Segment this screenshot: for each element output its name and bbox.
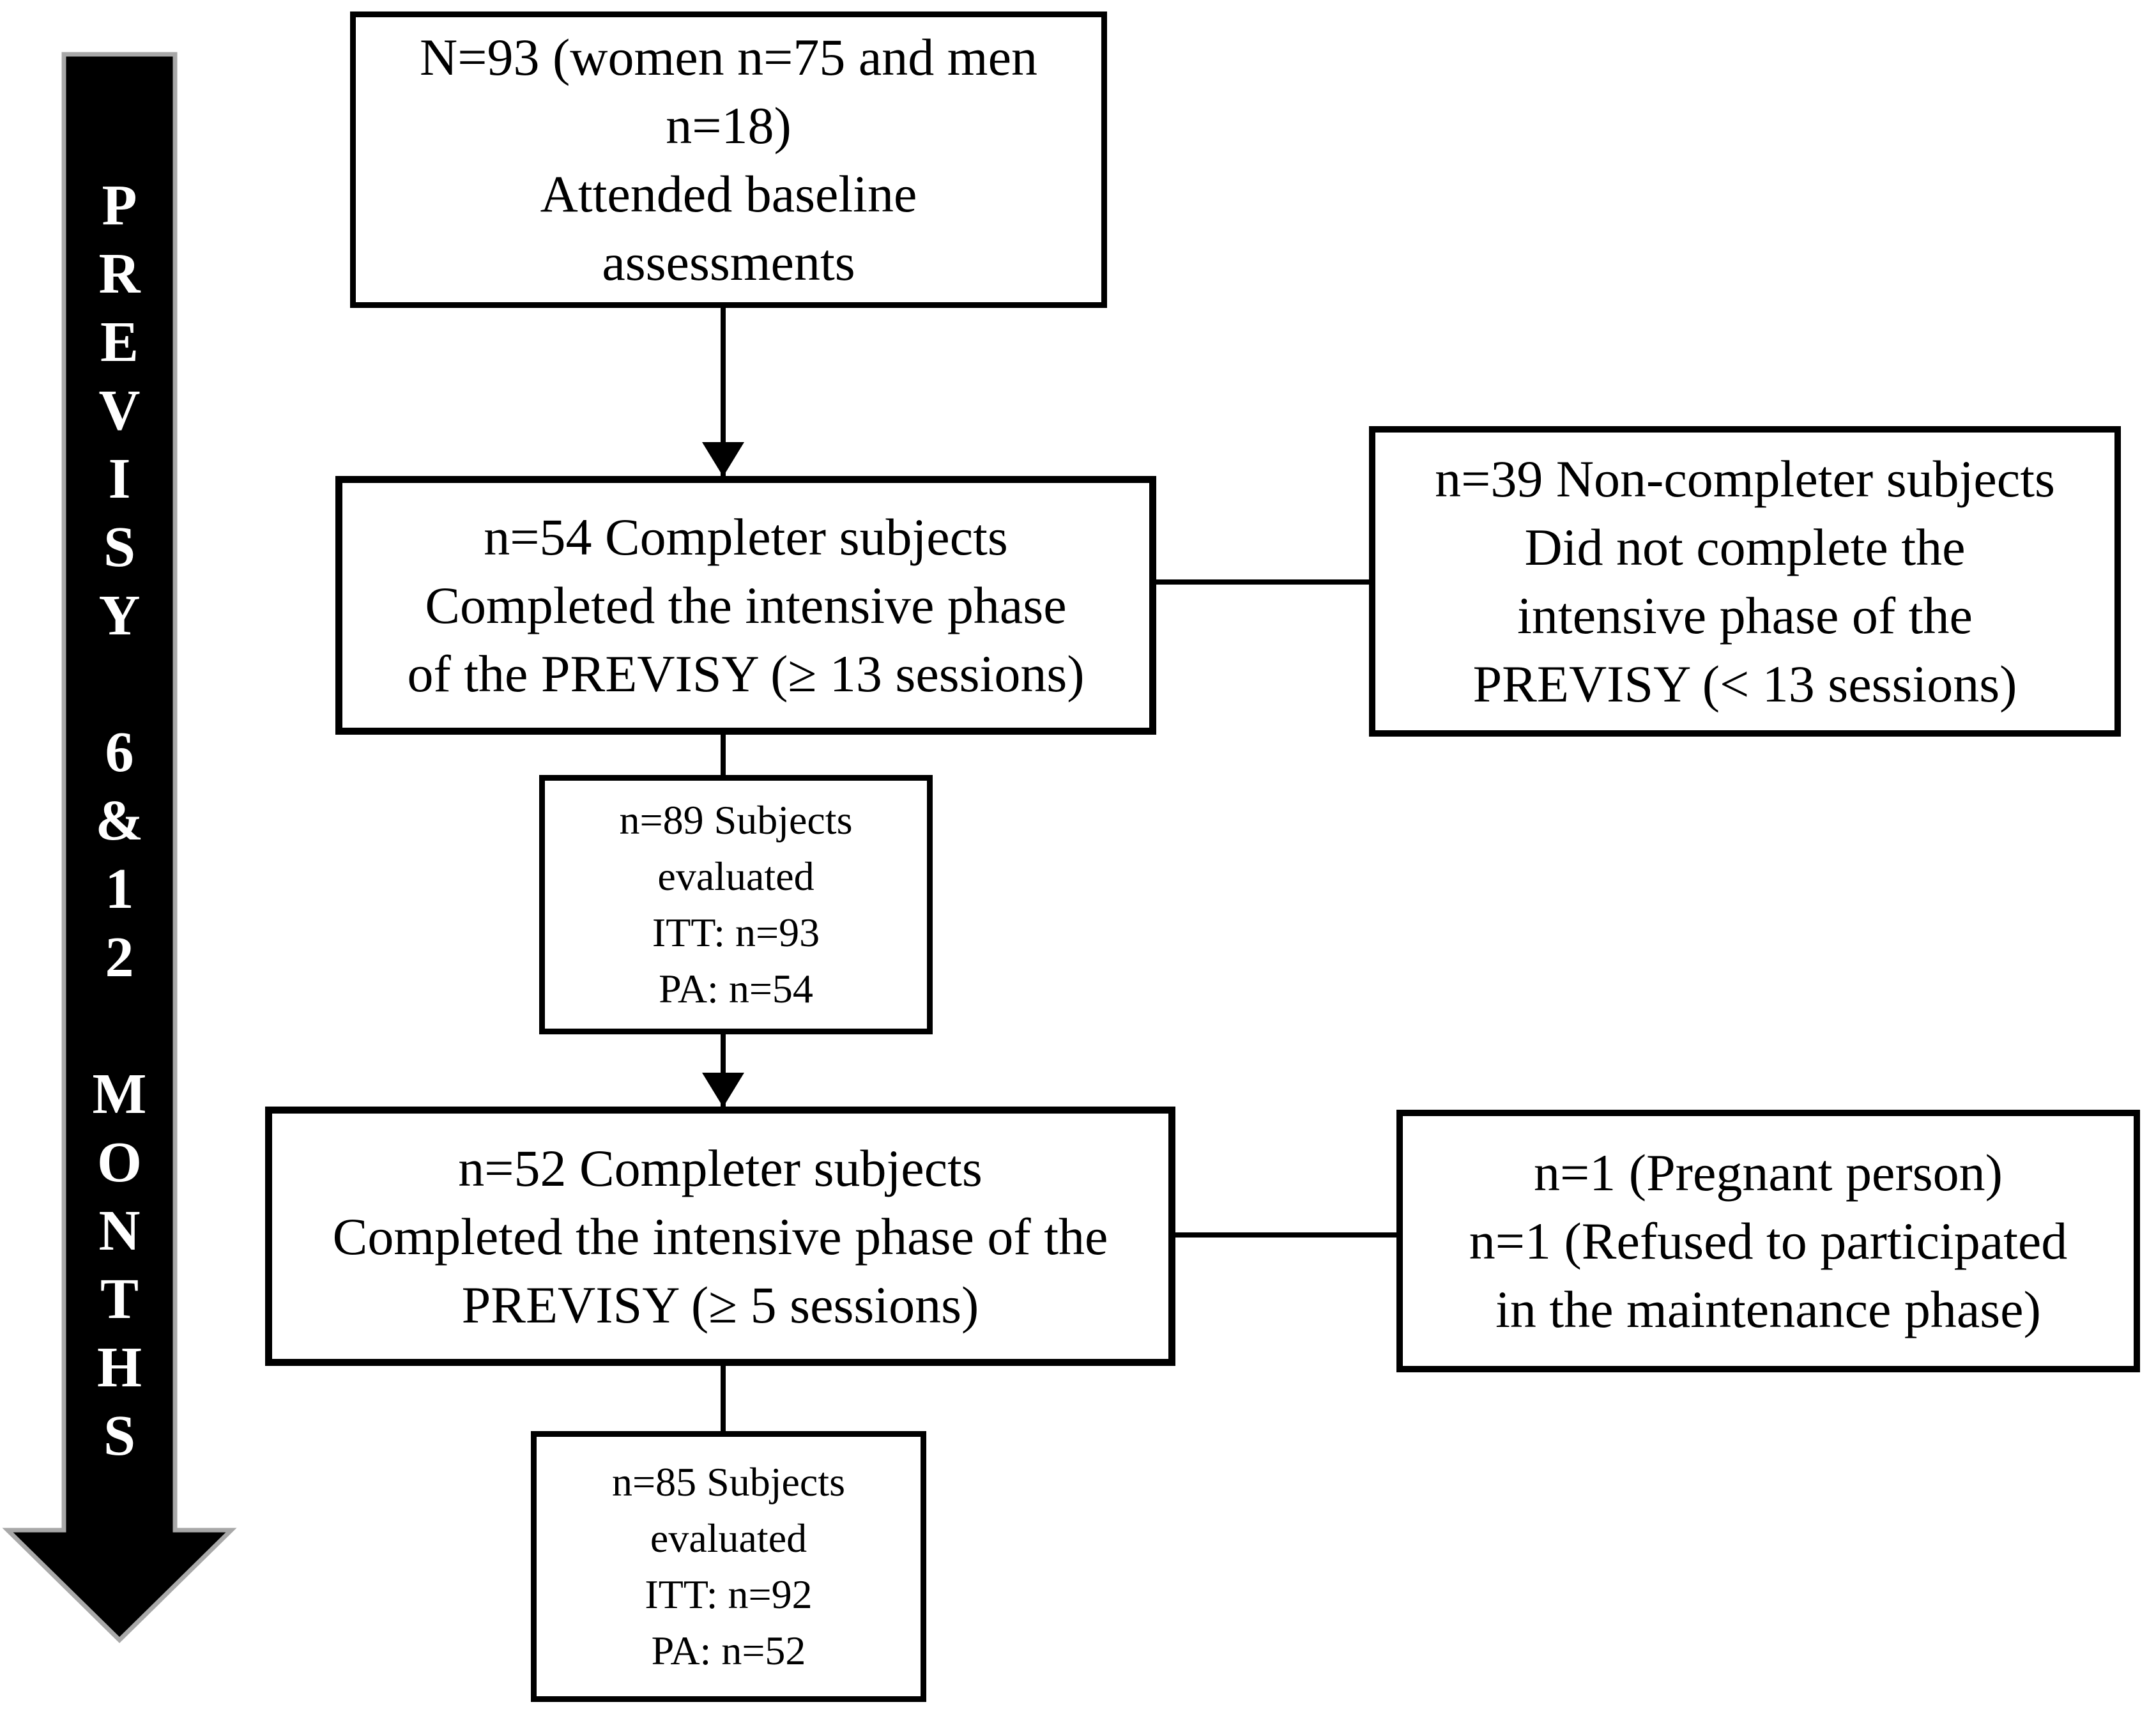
- box-text-line: PREVISY (≥ 5 sessions): [461, 1275, 979, 1334]
- arrow-letter: R: [98, 242, 141, 305]
- connector-completers-to-evaluated1: [721, 735, 726, 775]
- arrow-letter: H: [96, 1336, 142, 1399]
- box-text-line: PA: n=54: [659, 966, 813, 1011]
- connector-baseline-to-completers: [721, 308, 726, 476]
- arrow-letter: 2: [105, 926, 134, 989]
- box-subjects-evaluated-12mo: n=85 Subjects evaluated ITT: n=92 PA: n=…: [531, 1431, 926, 1702]
- box-text-line: PA: n=52: [651, 1628, 806, 1673]
- arrow-letter: S: [103, 1404, 136, 1468]
- arrow-letter: P: [102, 174, 137, 237]
- arrow-letter: I: [108, 447, 131, 510]
- box-text-line: in the maintenance phase): [1495, 1280, 2041, 1338]
- box-text-line: n=89 Subjects: [619, 797, 853, 843]
- box-text-line: intensive phase of the: [1517, 586, 1973, 645]
- timeline-arrow-shape: [2, 52, 237, 1643]
- box-completers-intensive-phase: n=54 Completer subjects Completed the in…: [335, 476, 1156, 735]
- box-text-line: n=39 Non-completer subjects: [1435, 450, 2055, 508]
- arrow-letter: S: [103, 516, 136, 579]
- box-text-line: Attended baseline: [540, 165, 917, 223]
- arrow-letter: N: [98, 1199, 141, 1262]
- box-text-line: assessments: [602, 233, 855, 291]
- connector-to-dropouts-box: [1175, 1232, 1396, 1238]
- connector-to-non-completers-box: [1156, 579, 1369, 585]
- box-text-line: n=1 (Pregnant person): [1534, 1144, 2003, 1202]
- connector-completers5-to-evaluated2: [721, 1366, 726, 1431]
- box-text-line: evaluated: [650, 1515, 807, 1561]
- arrow-letter: Y: [98, 584, 141, 647]
- arrow-letter: V: [98, 379, 141, 442]
- box-text-line: Did not complete the: [1524, 518, 1966, 576]
- arrow-letter: T: [100, 1268, 139, 1331]
- arrow-letter: 6: [105, 721, 134, 784]
- box-non-completers: n=39 Non-completer subjects Did not comp…: [1369, 426, 2121, 737]
- arrow-letter: O: [96, 1131, 142, 1194]
- down-arrowhead-icon: [702, 442, 744, 477]
- box-maintenance-dropouts: n=1 (Pregnant person) n=1 (Refused to pa…: [1396, 1110, 2140, 1372]
- box-text-line: Completed the intensive phase: [425, 576, 1067, 634]
- arrow-letter: &: [95, 789, 144, 852]
- box-completers-maintenance-phase: n=52 Completer subjects Completed the in…: [265, 1107, 1175, 1366]
- box-text-line: n=18): [666, 96, 791, 155]
- box-text-line: n=1 (Refused to participated: [1469, 1212, 2068, 1270]
- down-arrowhead-icon: [702, 1073, 744, 1107]
- box-text-line: evaluated: [657, 854, 814, 899]
- box-baseline-assessments: N=93 (women n=75 and men n=18) Attended …: [350, 11, 1107, 308]
- connector-evaluated1-to-completers5: [721, 1034, 726, 1107]
- box-text-line: n=85 Subjects: [612, 1459, 845, 1505]
- box-text-line: ITT: n=92: [645, 1572, 813, 1617]
- box-subjects-evaluated-6mo: n=89 Subjects evaluated ITT: n=93 PA: n=…: [539, 775, 933, 1034]
- box-text-line: of the PREVISY (≥ 13 sessions): [407, 645, 1085, 703]
- box-text-line: ITT: n=93: [652, 910, 820, 955]
- box-text-line: N=93 (women n=75 and men: [420, 28, 1037, 86]
- arrow-letter: 1: [105, 857, 134, 921]
- box-text-line: n=52 Completer subjects: [458, 1138, 982, 1197]
- box-text-line: Completed the intensive phase of the: [332, 1207, 1108, 1266]
- timeline-arrow-label: P R E V I S Y 6 & 1 2 M O N T H S: [64, 171, 175, 1470]
- arrow-letter: E: [100, 310, 139, 374]
- box-text-line: PREVISY (< 13 sessions): [1472, 655, 2017, 713]
- box-text-line: n=54 Completer subjects: [484, 508, 1008, 566]
- arrow-letter: M: [92, 1062, 147, 1126]
